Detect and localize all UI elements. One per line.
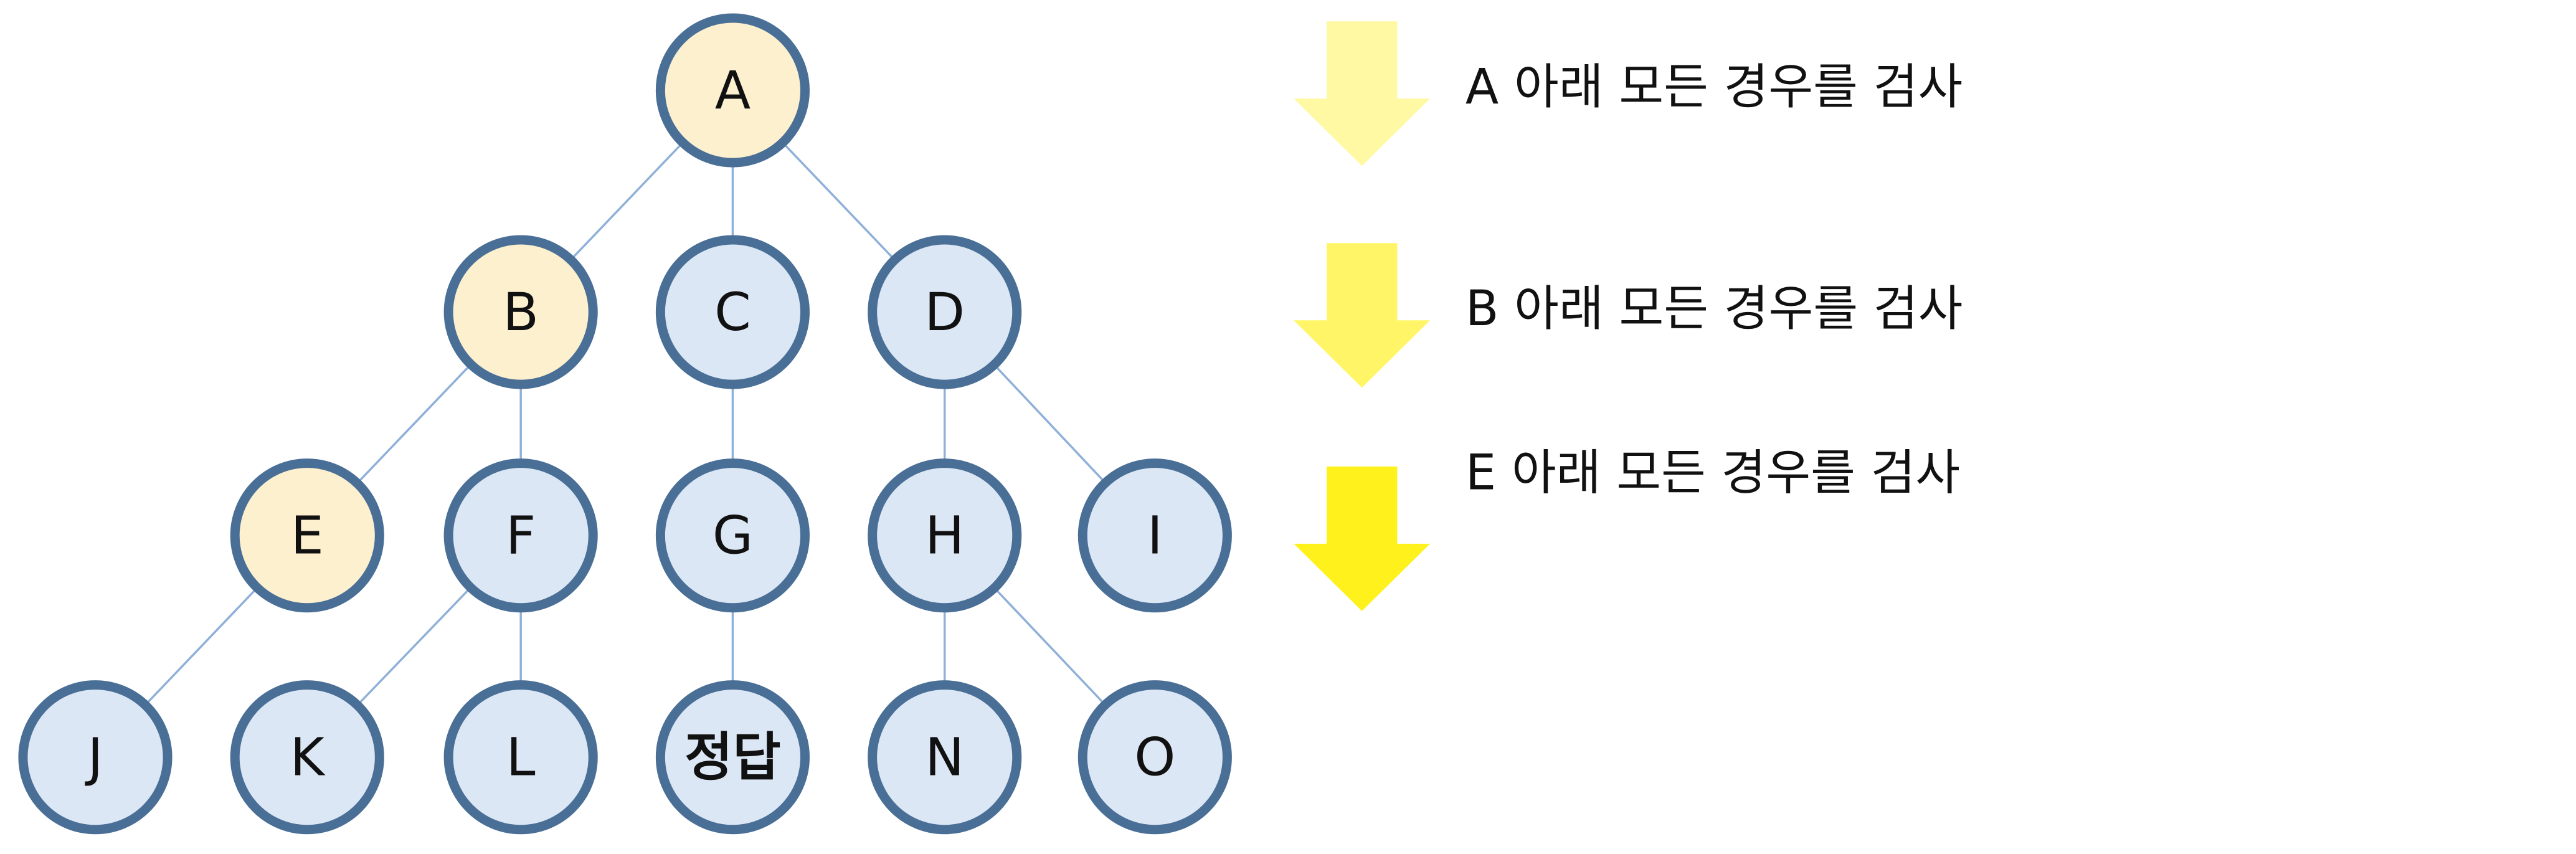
tree-node-H: H [868, 458, 1022, 613]
node-circle [655, 680, 810, 835]
tree-node-O: O [1077, 680, 1232, 835]
tree-node-I: I [1077, 458, 1232, 613]
tree-edges [94, 89, 1156, 758]
tree-node-B: B [443, 235, 598, 389]
node-label: L [506, 727, 536, 788]
node-circle [868, 458, 1022, 613]
node-circle [655, 235, 810, 389]
node-circle [868, 680, 1022, 835]
node-circle [443, 458, 598, 613]
tree-node-C: C [655, 235, 810, 389]
step-3-text: E 아래 모든 경우를 검사 [1466, 445, 1960, 501]
node-label: F [506, 505, 536, 566]
node-label: E [291, 505, 324, 566]
node-label: I [1147, 505, 1163, 566]
node-circle [1077, 680, 1232, 835]
step-3-down-arrow-icon [1294, 466, 1431, 611]
answer-node-label: 정답 [684, 727, 781, 788]
node-label: D [924, 282, 965, 343]
tree-node-L: L [443, 680, 598, 835]
step-2-down-arrow-icon [1294, 243, 1431, 388]
node-circle [230, 680, 384, 835]
tree-node-K: K [230, 680, 384, 835]
tree-node-E: E [230, 458, 384, 613]
node-label: G [713, 505, 753, 566]
tree-node-D: D [868, 235, 1022, 389]
step-1-text: A 아래 모든 경우를 검사 [1466, 59, 1963, 115]
tree-node-G: G [655, 458, 810, 613]
step-1-down-arrow-icon [1294, 21, 1431, 166]
node-label: J [85, 727, 103, 788]
node-label: K [290, 727, 326, 788]
node-label: H [925, 505, 964, 566]
tree-node-J: J [18, 680, 173, 835]
search-steps: A 아래 모든 경우를 검사 B 아래 모든 경우를 검사 E 아래 모든 경우를 … [1294, 21, 1963, 611]
node-circle [443, 680, 598, 835]
step-2-text: B 아래 모든 경우를 검사 [1466, 281, 1963, 337]
node-circle [868, 235, 1022, 389]
node-label: N [925, 727, 964, 788]
tree-node-A: A [655, 13, 810, 168]
node-circle [443, 235, 598, 389]
node-circle [1077, 458, 1232, 613]
node-label: C [714, 282, 751, 343]
tree-node-N: N [868, 680, 1022, 835]
tree-node-M: 정답 [655, 680, 810, 835]
tree-nodes: A B C D E F G H I J K L 정답 N O [18, 13, 1232, 835]
node-circle [655, 458, 810, 613]
node-label: O [1134, 727, 1175, 788]
node-label: B [503, 282, 539, 343]
node-circle [655, 13, 810, 168]
node-label: A [715, 60, 751, 121]
tree-node-F: F [443, 458, 598, 613]
node-circle [230, 458, 384, 613]
node-circle [18, 680, 173, 835]
